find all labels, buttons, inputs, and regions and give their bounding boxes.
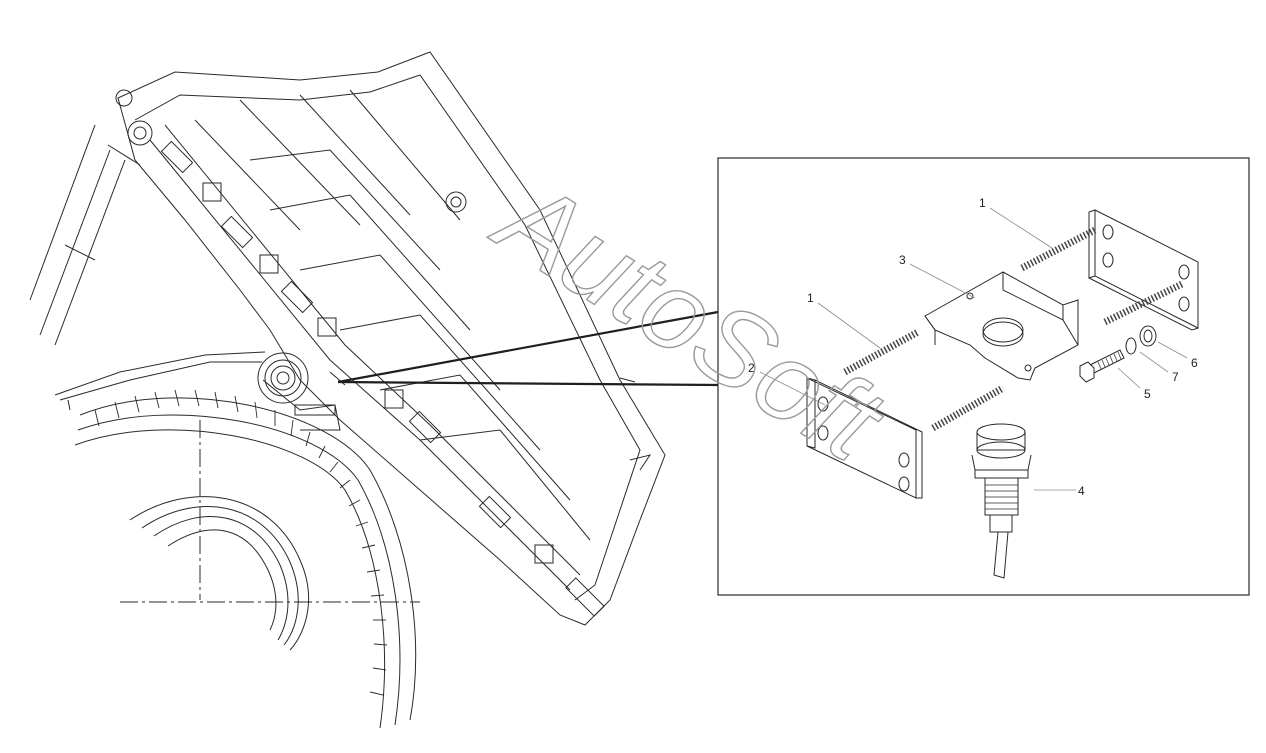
callout-1-upper: 1 — [979, 196, 986, 210]
sensor-part — [971, 423, 1032, 579]
bracket-part — [924, 271, 1079, 381]
callout-numbers: 1 1 2 3 4 5 6 7 — [748, 196, 1198, 498]
callout-1-left: 1 — [807, 291, 814, 305]
callout-3: 3 — [899, 253, 906, 267]
callout-2: 2 — [748, 361, 755, 375]
callout-5: 5 — [1144, 387, 1151, 401]
callout-leaders — [759, 207, 1188, 491]
spring-lower-part — [931, 384, 1005, 432]
bolt-part — [1079, 349, 1125, 383]
wheel-drawing — [74, 389, 420, 729]
detail-frame — [717, 157, 1250, 596]
lock-washer-part — [1125, 337, 1137, 355]
flat-washer-part — [1139, 325, 1157, 347]
detail-parts — [806, 209, 1199, 579]
plate-left-part — [806, 377, 923, 499]
spring-mid-right-part — [1103, 280, 1184, 326]
tipper-body-drawing — [29, 51, 666, 626]
leader-lines — [337, 310, 719, 387]
callout-6: 6 — [1191, 356, 1198, 370]
plate-right-part — [1088, 209, 1199, 331]
callout-7: 7 — [1172, 370, 1179, 384]
callout-4: 4 — [1078, 484, 1085, 498]
